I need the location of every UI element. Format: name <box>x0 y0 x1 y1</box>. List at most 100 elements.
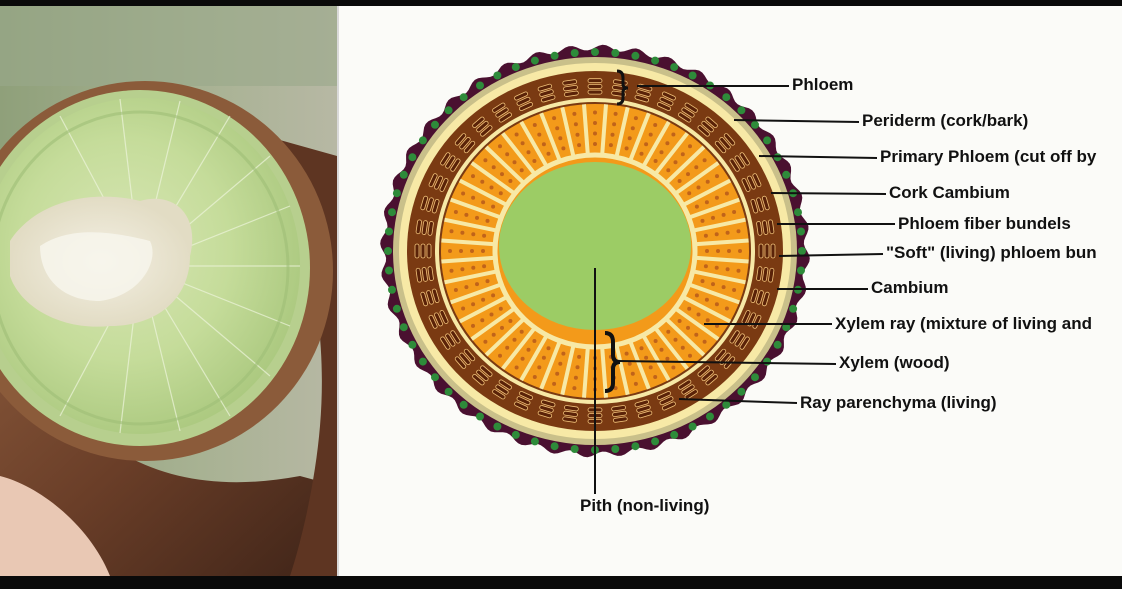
phloem-fiber-bundle <box>764 243 770 259</box>
xylem-cell <box>555 126 560 131</box>
phloem-fiber-bundle <box>463 140 476 154</box>
xylem-cell <box>471 232 476 237</box>
cork-cell-dot <box>773 340 782 349</box>
phloem-fiber-bundle <box>657 102 671 111</box>
xylem-cell <box>659 150 664 155</box>
phloem-fiber-bundle <box>714 140 727 154</box>
phloem-fiber-bundle <box>701 369 714 382</box>
phloem-fiber-bundle <box>514 91 529 101</box>
xylem-cell <box>558 361 563 366</box>
xylem-cell <box>573 375 578 380</box>
phloem-fiber-bundle <box>634 94 649 103</box>
phloem-fiber-bundle <box>661 91 676 101</box>
xylem-cell <box>633 116 638 121</box>
xylem-cell <box>715 174 719 179</box>
xylem-cell <box>671 365 676 370</box>
cork-cell-dot <box>511 430 520 439</box>
stem-cross-section-photo <box>0 6 337 576</box>
phloem-fiber-bundle <box>684 389 698 400</box>
label-cambium: Cambium <box>871 278 949 297</box>
xylem-cell <box>700 218 705 223</box>
xylem-cell <box>704 200 709 205</box>
xylem-cell <box>577 143 582 148</box>
phloem-fiber-bundle <box>634 399 649 408</box>
cork-cell-dot <box>670 63 679 72</box>
cork-cell-dot <box>459 93 468 102</box>
xylem-cell <box>491 332 496 337</box>
phloem-fiber-bundle <box>541 399 556 408</box>
phloem-fiber-bundle <box>739 152 750 166</box>
xylem-ray <box>692 269 746 285</box>
xylem-ray <box>628 339 651 390</box>
xylem-cell <box>673 337 678 342</box>
phloem-fiber-bundle <box>562 79 578 86</box>
stem-cross-section-diagram <box>380 44 895 494</box>
xylem-cell <box>700 279 705 284</box>
cork-cell-dot <box>493 422 502 431</box>
xylem-cell <box>453 210 458 214</box>
xylem-cell <box>725 267 730 272</box>
phloem-fiber-bundle <box>428 173 438 188</box>
cork-cell-dot <box>794 208 802 217</box>
xylem-ray <box>628 112 651 163</box>
xylem-cell <box>532 375 537 379</box>
xylem-cell <box>558 136 563 141</box>
xylem-cell <box>724 191 729 196</box>
phloem-fiber-bundle <box>431 288 440 303</box>
bottom-frame-bar <box>0 576 1122 589</box>
phloem-fiber-bundle <box>768 267 775 283</box>
xylem-cell <box>471 265 476 270</box>
cork-cell-dot <box>651 437 660 446</box>
xylem-cell <box>665 141 670 146</box>
phloem-fiber-bundle <box>439 178 449 192</box>
xylem-cell <box>449 229 454 234</box>
xylem-cell <box>526 347 531 352</box>
xylem-cell <box>453 288 458 292</box>
xylem-cell <box>575 132 580 137</box>
xylem-cell <box>630 371 635 376</box>
phloem-fiber-bundle <box>678 379 692 390</box>
phloem-fiber-bundle <box>420 291 429 307</box>
phloem-fiber-bundle <box>678 112 692 123</box>
xylem-cell <box>648 132 653 137</box>
phloem-fiber-bundle <box>537 83 553 92</box>
xylem-cell <box>593 142 597 146</box>
xylem-cell <box>519 329 524 334</box>
xylem-cell <box>702 339 707 344</box>
phloem-fiber-bundle <box>519 391 533 400</box>
xylem-ray <box>484 145 526 185</box>
xylem-ray <box>441 238 496 247</box>
phloem-fiber-bundle <box>611 405 626 412</box>
phloem-fiber-bundle <box>454 356 467 369</box>
xylem-cell <box>688 144 692 149</box>
xylem-ray <box>539 339 562 390</box>
cork-cell-dot <box>431 373 439 382</box>
cork-cell-dot <box>798 247 806 255</box>
xylem-cell <box>573 122 578 127</box>
xylem-ray <box>673 161 720 196</box>
phloem-fiber-bundle <box>768 219 775 235</box>
xylem-cell <box>714 265 719 270</box>
xylem-cell <box>593 121 597 125</box>
phloem-fiber-bundle <box>498 379 512 390</box>
phloem-fiber-bundle <box>587 89 603 95</box>
xylem-cell <box>498 353 502 358</box>
xylem-cell <box>508 319 513 323</box>
xylem-cell <box>464 285 469 290</box>
phloem-fiber-bundle <box>756 266 763 281</box>
leader-xylem <box>618 360 837 365</box>
xylem-cell <box>475 215 479 220</box>
xylem-cell <box>666 329 671 334</box>
xylem-cell <box>471 195 476 200</box>
phloem-fiber-bundle <box>539 89 554 97</box>
phloem-fiber-bundle <box>514 401 529 411</box>
cork-cell-dot <box>631 442 640 451</box>
cork-cell-dot <box>670 430 679 439</box>
xylem-cell <box>612 122 617 127</box>
phloem-fiber-bundle <box>756 221 763 236</box>
phloem-fiber-bundle <box>426 197 434 212</box>
phloem-fiber-bundle <box>450 330 461 344</box>
xylem-cell <box>639 151 644 156</box>
phloem-fiber-bundle <box>440 336 451 350</box>
xylem-cell <box>537 132 542 137</box>
